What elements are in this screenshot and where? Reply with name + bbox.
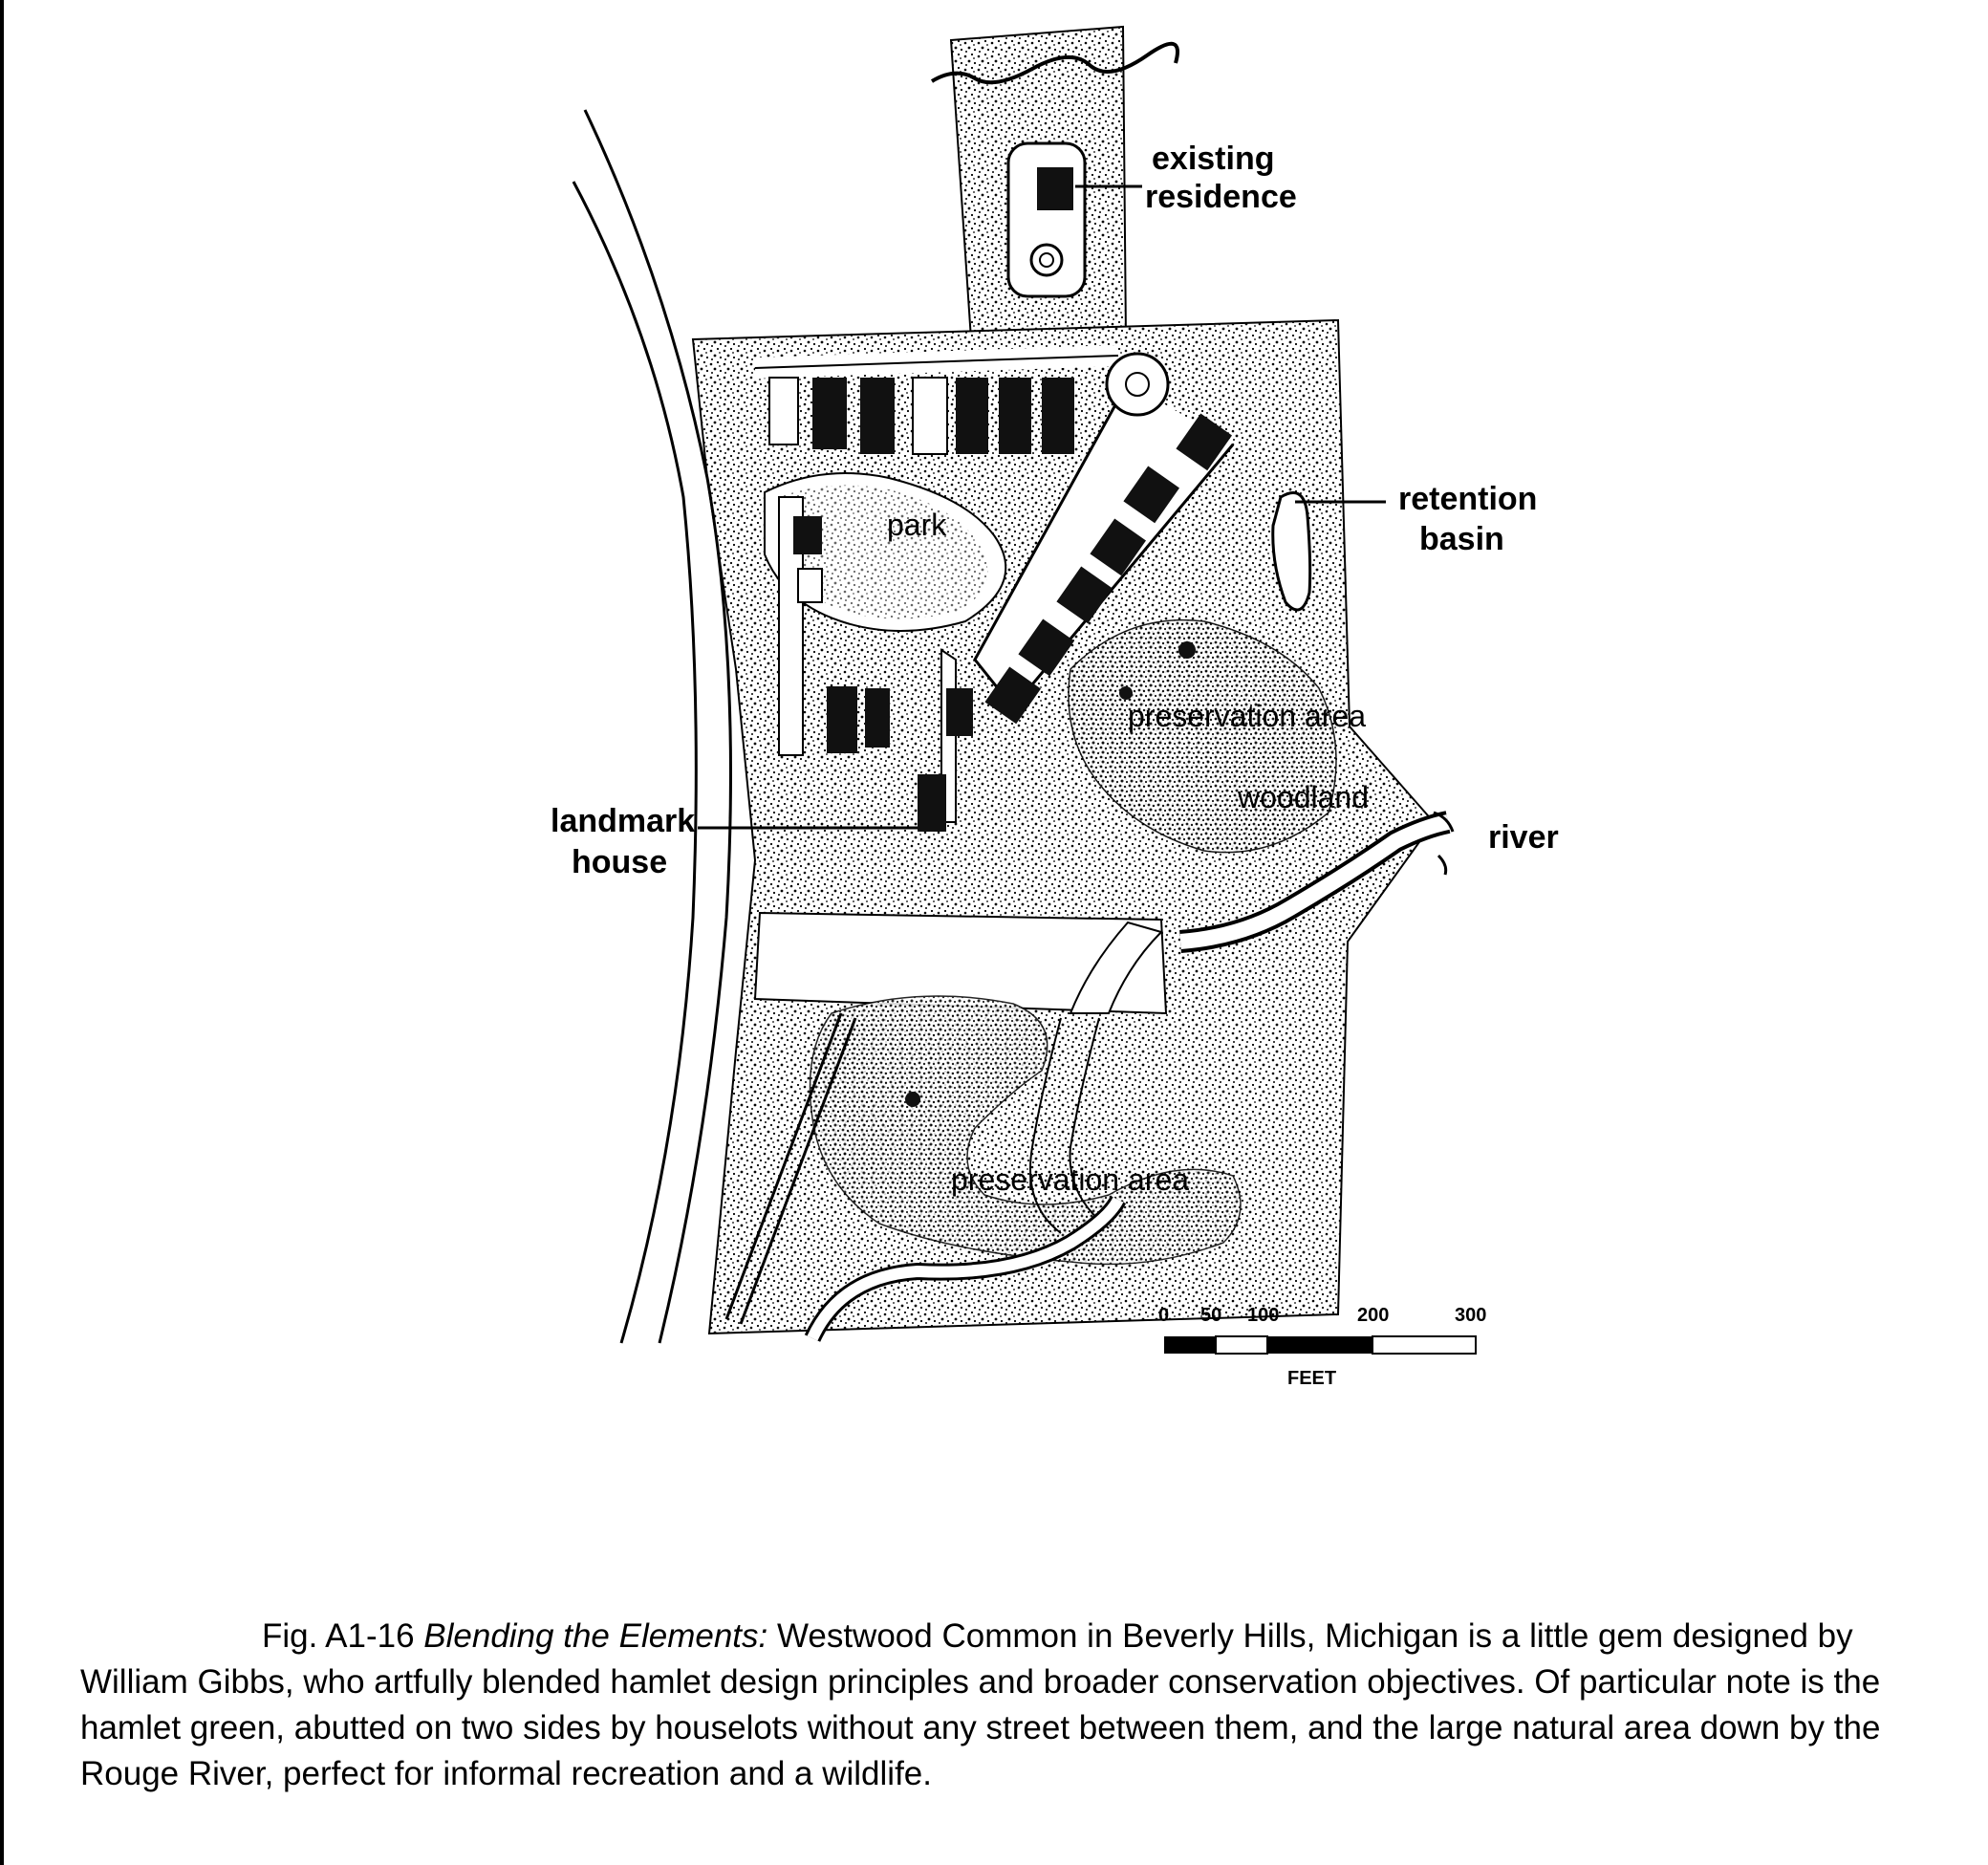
scale-unit: FEET <box>1287 1368 1336 1389</box>
landmark-house <box>918 774 946 832</box>
label-river: river <box>1488 819 1559 856</box>
scale-bar: 0 50 100 200 300 FEET <box>1158 1305 1486 1389</box>
label-landmark-house-1: landmark <box>551 803 695 839</box>
label-existing-residence-2: residence <box>1145 179 1297 215</box>
scale-tick-100: 100 <box>1247 1305 1279 1326</box>
scale-tick-200: 200 <box>1357 1305 1389 1326</box>
highway <box>572 109 732 1344</box>
existing-residence-parcel <box>930 25 1179 340</box>
retention-basin <box>1271 491 1312 612</box>
scale-tick-50: 50 <box>1200 1305 1221 1326</box>
caption-body: Fig. A1-16 Blending the Elements: Westwo… <box>80 1614 1944 1797</box>
label-preservation-area-south: preservation area <box>951 1162 1189 1197</box>
house-lots-north <box>768 377 1074 455</box>
label-existing-residence-1: existing <box>1152 141 1274 177</box>
house-lots-diagonal <box>984 413 1233 725</box>
label-preservation-area-north: preservation area <box>1128 699 1366 733</box>
label-retention-basin-2: basin <box>1419 521 1504 557</box>
site-plan: existing residence retention basin park … <box>551 25 1559 1389</box>
caption-text: Westwood Common in Beverly Hills, Michig… <box>80 1617 1881 1792</box>
label-retention-basin-1: retention <box>1398 481 1537 517</box>
scale-tick-300: 300 <box>1455 1305 1486 1326</box>
page-border <box>0 0 4 1865</box>
label-woodland: woodland <box>1237 780 1369 814</box>
label-park: park <box>887 508 947 542</box>
scale-tick-0: 0 <box>1158 1305 1169 1326</box>
caption-fig-number: Fig. A1-16 <box>262 1617 415 1655</box>
main-parcel <box>691 318 1455 1342</box>
caption-title: Blending the Elements: <box>423 1617 768 1655</box>
leader-lines <box>698 184 1386 830</box>
label-landmark-house-2: house <box>572 844 667 880</box>
house-lots-west <box>793 516 973 832</box>
